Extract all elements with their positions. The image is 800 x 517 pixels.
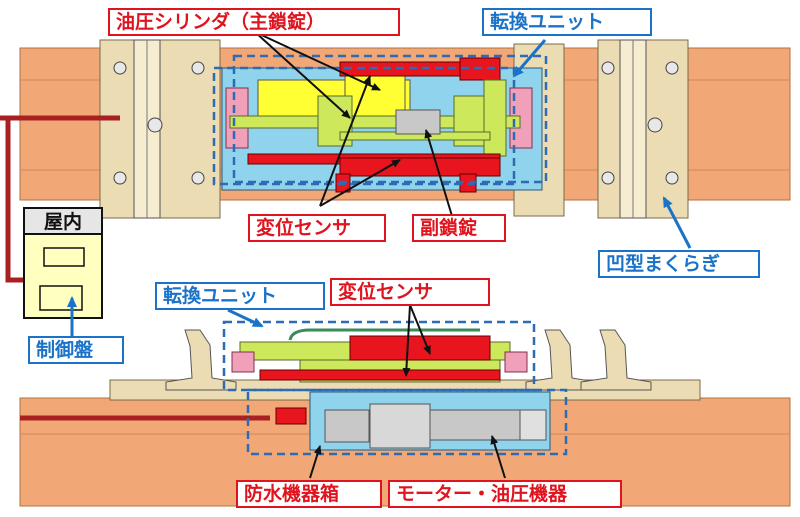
waterproof-box-outline xyxy=(246,388,568,456)
panel-display xyxy=(43,247,85,267)
displacement-sensor-bottom-body xyxy=(259,369,501,381)
label-displacement-sensor-top: 変位センサ xyxy=(248,214,386,242)
label-main-lock-cylinder: 油圧シリンダ（主鎖錠） xyxy=(108,8,400,36)
transfer-unit-outline-top xyxy=(212,66,516,186)
label-concave-sleeper: 凹型まくらぎ xyxy=(598,250,760,278)
label-indoor: 屋内 xyxy=(43,211,82,233)
label-sub-lock: 副鎖錠 xyxy=(412,214,506,242)
label-control-panel: 制御盤 xyxy=(28,336,124,364)
bottom-view xyxy=(19,304,791,507)
label-waterproof-box: 防水機器箱 xyxy=(236,480,382,508)
label-transfer-unit-top: 転換ユニット xyxy=(482,8,652,36)
label-transfer-unit-bottom: 転換ユニット xyxy=(155,282,325,310)
top-view xyxy=(19,31,791,249)
label-displacement-sensor-bottom: 変位センサ xyxy=(330,278,490,306)
control-panel-group xyxy=(0,115,120,336)
label-motor-hydraulic: モーター・油圧機器 xyxy=(388,480,622,508)
